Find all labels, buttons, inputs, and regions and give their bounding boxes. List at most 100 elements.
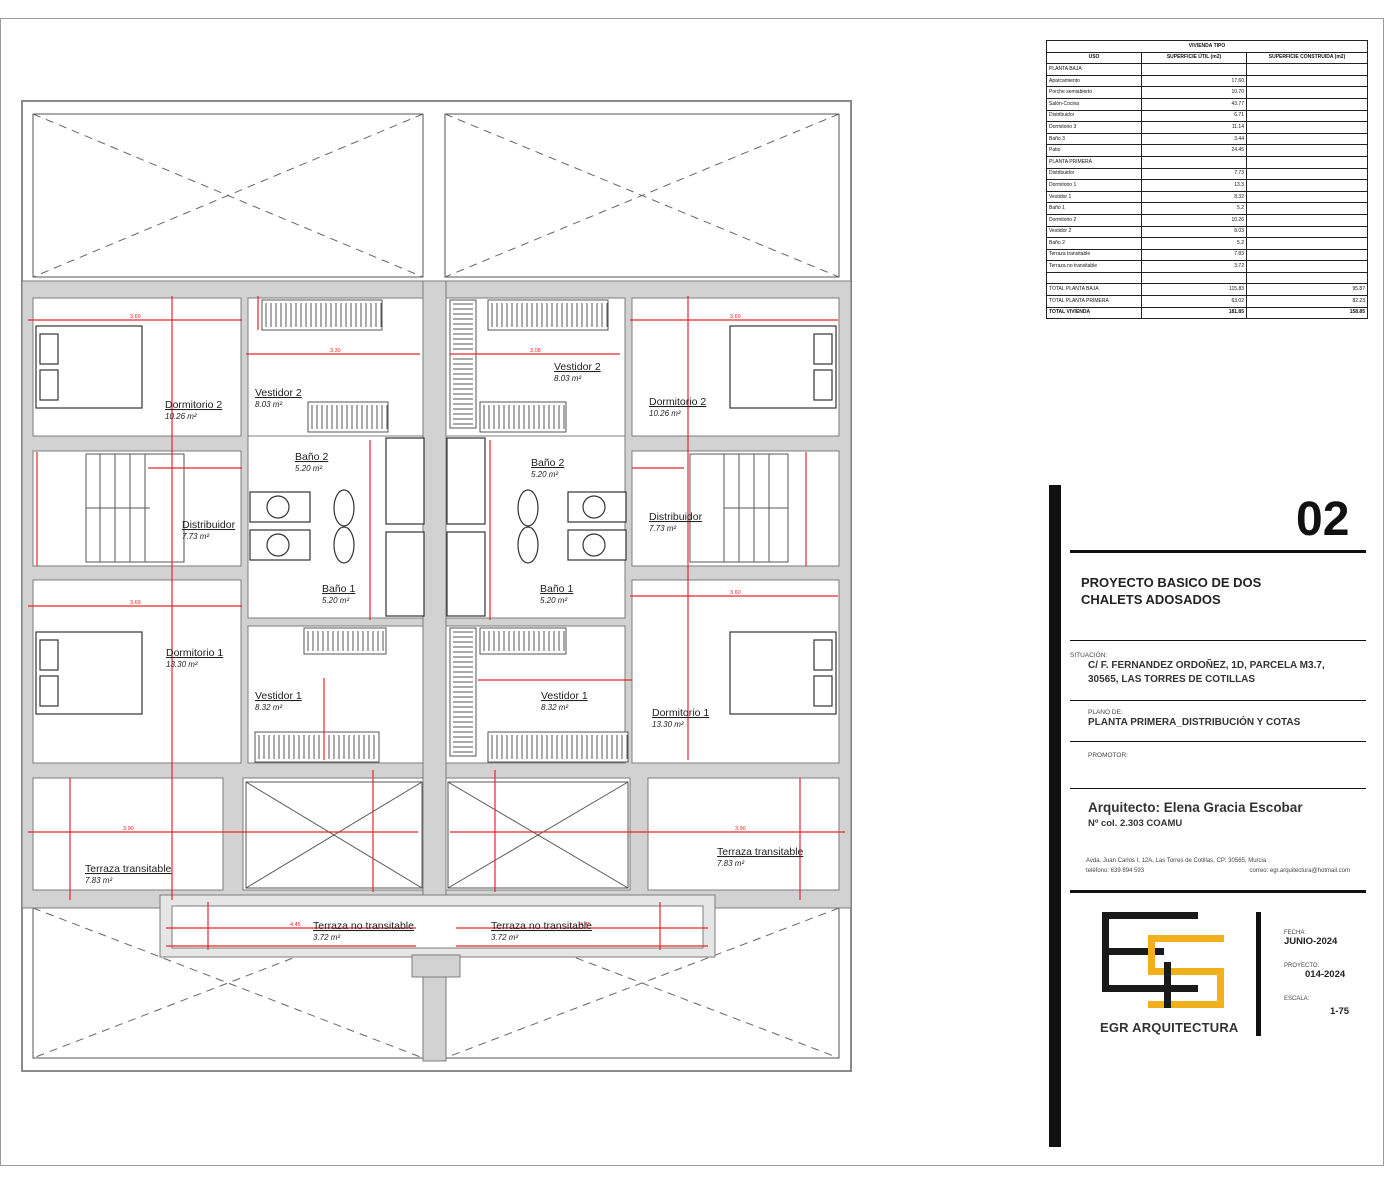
area-table-cell (1246, 155, 1368, 169)
plano-value: PLANTA PRIMERA_DISTRIBUCIÓN Y COTAS (1088, 717, 1301, 728)
room-name: Vestidor 2 (255, 387, 302, 399)
area-table-cell (1246, 179, 1368, 192)
escala-value: 1-75 (1330, 1006, 1350, 1017)
room-area: 3.72 m² (313, 933, 340, 942)
closet (303, 627, 387, 655)
proyecto-value: 014-2024 (1305, 969, 1346, 980)
room-name: Dormitorio 1 (166, 647, 223, 659)
svg-text:3.08: 3.08 (530, 348, 541, 354)
patio-void-left (245, 781, 423, 889)
area-table-cell: Vestidor 2 (1046, 225, 1142, 239)
area-table-cell: PLANTA PRIMERA (1046, 155, 1142, 169)
col-construida: SUPERFICIE CONSTRUIDA (m2) (1246, 51, 1368, 65)
room-area: 8.32 m² (541, 703, 568, 712)
svg-text:3.69: 3.69 (130, 314, 141, 320)
area-table-cell (1246, 86, 1368, 99)
svg-text:3.30: 3.30 (330, 348, 341, 354)
svg-text:3.69: 3.69 (730, 314, 741, 320)
stairs (85, 453, 789, 563)
area-table-cell (1246, 225, 1368, 239)
area-table-cell: Dormitorio 2 (1046, 213, 1142, 227)
area-table-cell: 5.2 (1141, 202, 1247, 215)
area-table-cell: 3.44 (1141, 132, 1247, 146)
svg-text:3.90: 3.90 (735, 826, 746, 832)
area-table-cell: 5.2 (1141, 237, 1247, 250)
area-table-cell (1246, 132, 1368, 146)
room-area: 5.20 m² (531, 470, 558, 479)
room-area: 7.83 m² (85, 876, 112, 885)
patio-void-right (447, 781, 629, 889)
area-table-cell: Baño 3 (1046, 132, 1142, 146)
divider (1070, 741, 1366, 742)
room-name: Dormitorio 2 (165, 399, 222, 411)
area-table-cell: 10.26 (1141, 213, 1247, 227)
fecha-value: JUNIO-2024 (1284, 936, 1338, 947)
area-table-cell (1246, 144, 1368, 157)
divider (1070, 788, 1366, 789)
egr-logo-icon (1102, 912, 1224, 1008)
area-table-cell: 181.85 (1141, 306, 1247, 320)
area-table-cell (1046, 271, 1142, 285)
area-table-cell (1141, 271, 1247, 285)
area-table-cell (1246, 121, 1368, 134)
room-area: 10.26 m² (649, 409, 681, 418)
area-table-cell (1246, 97, 1368, 111)
area-table-cell: 17.60 (1141, 74, 1247, 88)
proyecto-label: PROYECTO: (1284, 963, 1320, 969)
area-table-cell (1246, 109, 1368, 123)
area-table-cell (1246, 271, 1368, 285)
area-table-cell (1246, 202, 1368, 215)
closet (487, 731, 629, 763)
room-name: Baño 2 (531, 457, 564, 469)
area-table-cell: Baño 2 (1046, 237, 1142, 250)
room-name: Terraza no transitable (491, 920, 592, 932)
area-table-cell (1246, 248, 1368, 262)
area-table: VIVIENDA TIPO USO SUPERFICIE ÚTIL (m2) S… (1046, 40, 1368, 320)
svg-text:4.45: 4.45 (580, 922, 591, 928)
room-name: Dormitorio 1 (652, 707, 709, 719)
col-uso: USO (1046, 51, 1142, 65)
area-table-cell: 11.14 (1141, 121, 1247, 134)
room-name: Terraza no transitable (313, 920, 414, 932)
area-table-cell: Dormitorio 3 (1046, 121, 1142, 134)
void-upper-right (444, 113, 840, 278)
phone-line: teléfono: 639 894 593 (1086, 868, 1145, 874)
room-name: Dormitorio 2 (649, 396, 706, 408)
room-name: Baño 2 (295, 451, 328, 463)
area-table-cell: Baño 1 (1046, 202, 1142, 215)
proyecto-block: PROYECTO: 014-2024 (1284, 963, 1345, 980)
situacion-value: C/ F. FERNANDEZ ORDOÑEZ, 1D, PARCELA M3.… (1088, 660, 1325, 685)
area-table-cell: Patio (1046, 144, 1142, 157)
room-name: Vestidor 2 (554, 361, 601, 373)
area-table-cell: 6.71 (1141, 109, 1247, 123)
divider (1070, 550, 1366, 553)
area-table-cell: TOTAL PLANTA PRIMERA (1046, 295, 1142, 308)
room-area: 10.26 m² (165, 412, 197, 421)
divider (1070, 700, 1366, 701)
closet (487, 299, 609, 331)
svg-text:4.45: 4.45 (290, 922, 301, 928)
area-table-row: PLANTA PRIMERA (1046, 155, 1368, 169)
svg-text:3.60: 3.60 (730, 590, 741, 596)
room-name: Vestidor 1 (255, 690, 302, 702)
room-name: Distribuidor (182, 519, 236, 531)
architect-license: Nº col. 2.303 COAMU (1088, 818, 1183, 829)
situacion-label: SITUACIÓN: (1070, 652, 1108, 659)
area-table-cell: Distribuidor (1046, 109, 1142, 123)
area-table-cell: 115.83 (1141, 283, 1247, 297)
room-name: Terraza transitable (85, 863, 172, 875)
area-table-cell (1141, 155, 1247, 169)
area-table-cell (1246, 237, 1368, 250)
room-name: Baño 1 (322, 583, 355, 595)
